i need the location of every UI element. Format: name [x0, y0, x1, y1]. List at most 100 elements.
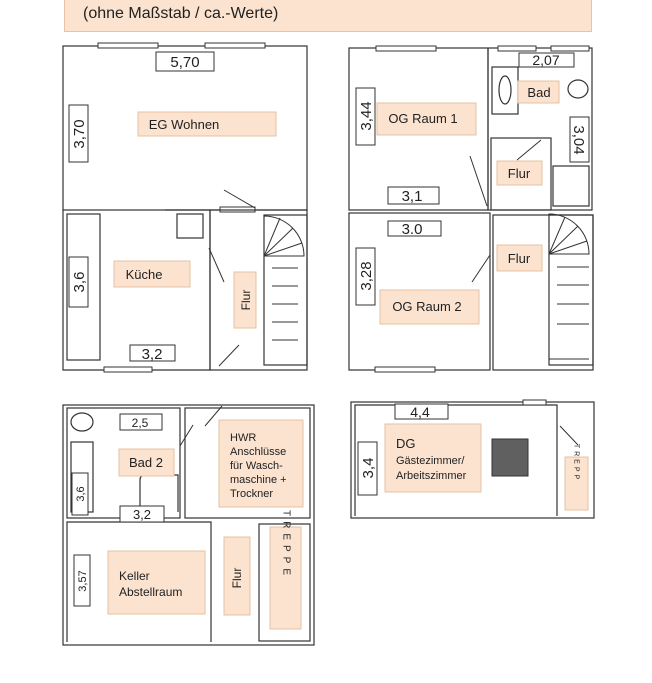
- bathtub: [491, 66, 519, 115]
- window: [204, 42, 266, 49]
- label-dg-zimmer: [384, 423, 482, 493]
- room-eg-flur: [209, 209, 308, 371]
- dim-wohnen-depth: [68, 104, 89, 163]
- keller-bad2-text: Bad 2: [129, 455, 163, 470]
- window: [522, 399, 547, 406]
- dim-dg-depth-text: 3,4: [360, 458, 377, 479]
- dim-keller-depth-text: 3,57: [77, 570, 89, 591]
- door-swing: [204, 405, 223, 427]
- dim-dg-depth: [357, 441, 378, 496]
- window: [103, 366, 153, 373]
- label-keller-bad2: [118, 448, 175, 477]
- counter: [66, 213, 101, 361]
- door-swing: [218, 344, 240, 367]
- door-swing: [559, 425, 579, 446]
- dim-dg-width: [394, 403, 449, 420]
- dim-kueche-depth: [68, 256, 89, 308]
- label-dg-treppe: [564, 456, 589, 511]
- window: [97, 42, 159, 49]
- stair-step: [548, 240, 588, 255]
- dim-keller-width-text: 3,2: [133, 507, 151, 522]
- dim-keller-depth: [73, 554, 91, 607]
- door-swing: [471, 254, 491, 283]
- room-dg-zimmer: [354, 404, 558, 516]
- label-og-raum1: [376, 102, 477, 136]
- dim-bad-depth: [569, 116, 590, 163]
- dg-zimmer-line1: DG: [396, 436, 416, 451]
- stair-winder: [548, 213, 590, 255]
- appliance: [176, 213, 204, 239]
- dg-zimmer-line2: Gästezimmer/: [396, 455, 465, 467]
- floor-outline: [350, 401, 595, 519]
- keller-hwr-line2: Anschlüsse: [230, 446, 286, 458]
- keller-abstellraum-line1: Keller: [119, 569, 150, 583]
- dim-bad-width-text: 2,07: [532, 52, 559, 68]
- og-flur-upper-text: Flur: [508, 166, 531, 181]
- header-banner: (ohne Maßstab / ca.-Werte): [64, 0, 592, 32]
- keller-abstellraum-line2: Abstellraum: [119, 585, 182, 599]
- dim-raum1-width: [387, 186, 440, 205]
- room-keller-hwr: [184, 407, 311, 519]
- door-swing: [516, 139, 542, 161]
- dim-raum2-width-text: 3.0: [402, 221, 423, 238]
- stair-winder: [263, 215, 305, 257]
- label-eg-wohnen: [137, 111, 277, 137]
- shower: [552, 165, 590, 207]
- dim-bad-depth-text: 3,04: [570, 125, 587, 154]
- window: [374, 366, 436, 373]
- dim-kueche-width: [129, 344, 176, 362]
- dim-raum2-depth: [355, 247, 376, 306]
- dim-bad-width: [518, 52, 575, 68]
- stair-step: [548, 216, 566, 255]
- label-og-flur-lower: [496, 244, 543, 272]
- label-keller-flur: [223, 536, 251, 616]
- dim-wohnen-width-text: 5,70: [170, 54, 199, 71]
- keller-hwr-line1: HWR: [230, 432, 256, 444]
- keller-flur-text: Flur: [230, 568, 244, 589]
- label-eg-kueche: [113, 260, 191, 288]
- stair-step: [263, 217, 281, 257]
- dim-raum1-width-text: 3,1: [402, 188, 423, 205]
- sink: [70, 412, 94, 432]
- label-keller-treppe: [269, 526, 302, 630]
- bathtub-basin: [498, 75, 512, 105]
- dim-raum2-depth-text: 3,28: [358, 261, 375, 290]
- keller-hwr-line5: Trockner: [230, 488, 273, 500]
- dim-kueche-depth-text: 3,6: [71, 272, 88, 293]
- floor-outline: [62, 404, 315, 646]
- dim-bad2-width-text: 2,5: [132, 416, 149, 430]
- eg-flur-text: Flur: [239, 290, 253, 311]
- door-swing: [469, 155, 488, 207]
- label-og-bad: [517, 80, 560, 104]
- dim-raum1-depth: [355, 87, 376, 146]
- dim-raum2-width: [387, 220, 442, 237]
- stair-step: [548, 225, 579, 255]
- og-flur-lower-text: Flur: [508, 251, 531, 266]
- window: [550, 45, 590, 52]
- keller-treppe-text: TREPPE: [281, 510, 292, 580]
- label-og-flur-upper: [496, 160, 543, 186]
- keller-hwr-line3: für Wasch-: [230, 460, 283, 472]
- window: [375, 45, 437, 52]
- staircase: [548, 214, 594, 366]
- floor-eg: 5,70 3,70 EG Wohnen 3,6 3,2 Küche Flur: [62, 42, 308, 373]
- dim-keller-width: [119, 505, 165, 523]
- dim-bad2-width: [119, 413, 163, 431]
- og-raum1-text: OG Raum 1: [388, 111, 457, 126]
- label-keller-hwr: [218, 419, 304, 508]
- stair-step: [263, 227, 294, 257]
- og-bad-text: Bad: [527, 85, 550, 100]
- dim-wohnen-width: [155, 51, 215, 72]
- label-og-raum2: [379, 289, 480, 325]
- keller-hwr-line4: maschine +: [230, 474, 287, 486]
- dg-treppe-text: TREPP: [573, 444, 580, 482]
- stair-step: [263, 242, 303, 257]
- staircase: [263, 214, 308, 366]
- dim-bad2-depth: [71, 472, 89, 516]
- floor-og: 3,44 3,1 OG Raum 1 2,07 3,04 Bad Flur 3.…: [348, 45, 594, 373]
- label-eg-flur: [233, 271, 257, 329]
- floor-keller: 2,5 3,6 Bad 2 HWR Anschlüsse für Wasch- …: [62, 404, 315, 646]
- scale-note: (ohne Maßstab / ca.-Werte): [83, 5, 279, 22]
- og-raum2-text: OG Raum 2: [392, 299, 461, 314]
